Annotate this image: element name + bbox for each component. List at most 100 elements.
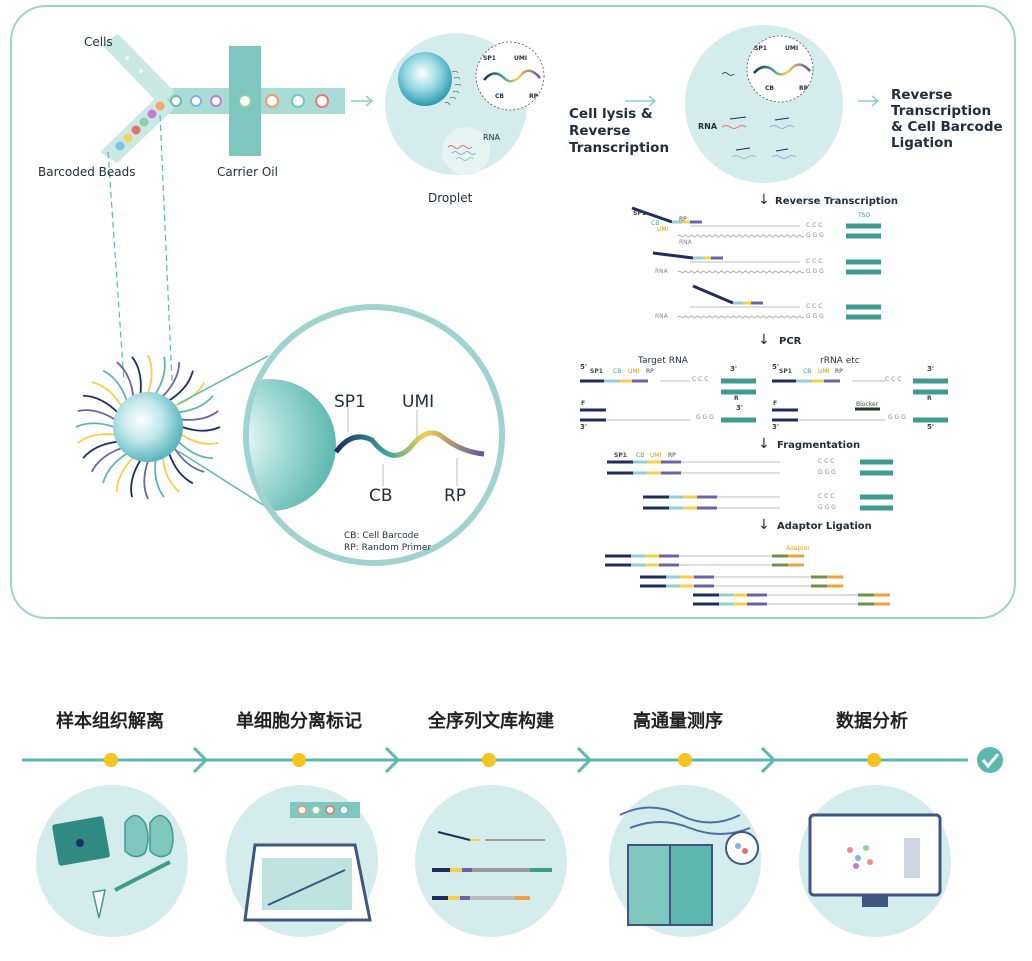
droplet2-sp1: SP1 [754, 45, 767, 52]
pcr-umi-right: UMI [818, 368, 830, 375]
tso-block [846, 223, 881, 229]
ccc-label-2: C C C [806, 303, 823, 310]
pcr-rrna-label: rRNA etc [820, 356, 860, 366]
frag-ccc-2: C C C [818, 493, 835, 500]
tso-block [721, 389, 756, 395]
pcr-3prime-left: 3' [730, 365, 738, 373]
step-lysis-line1: Cell lysis & [569, 106, 653, 122]
pcr-5prime-right-2: 5' [927, 423, 935, 431]
zoom-sp1-label: SP1 [334, 392, 366, 412]
ggg-label-1: G G G [806, 268, 824, 275]
bead-oligo-strand [102, 452, 128, 484]
step-lysis-line2: Reverse [569, 123, 631, 139]
bead-zoom-circle [243, 304, 505, 566]
droplet-cb: CB [495, 93, 504, 100]
ccc-label-0: C C C [806, 222, 823, 229]
bead-oligo-strand [181, 426, 221, 432]
bead-oligo-strand [82, 440, 118, 459]
workflow-step-5: 数据分析 [836, 711, 908, 732]
tso-block [846, 269, 881, 275]
primer-strand [652, 251, 694, 260]
rna-wave [677, 270, 805, 274]
workflow-step-1: 样本组织解离 [56, 711, 164, 732]
tso-block [860, 494, 893, 500]
tso-block [860, 470, 893, 476]
bead-oligo-strand [162, 362, 181, 397]
legend-cb: CB: Cell Barcode [344, 531, 419, 541]
pcr-rp-left: RP [646, 368, 654, 375]
frag-ggg: G G G [818, 469, 836, 476]
bead-oligo-strand [168, 453, 194, 485]
pcr-ggg-left: G G G [696, 414, 714, 421]
tso-block [846, 233, 881, 239]
frag-sp1: SP1 [614, 452, 627, 459]
primer-strand [692, 284, 734, 305]
bead-oligo-strand [178, 441, 213, 460]
droplet2-umi: UMI [785, 45, 799, 52]
zoom-dashed-lines [107, 114, 173, 383]
tso-block [721, 417, 756, 423]
tso-block [860, 505, 893, 511]
pcr-sp1-left: SP1 [590, 368, 603, 375]
legend-rp: RP: Random Primer [344, 543, 432, 553]
tso-block [846, 304, 881, 310]
rt-rna-label: RNA [679, 239, 692, 246]
ggg-label-0: G G G [806, 232, 824, 239]
tso-block [860, 459, 893, 465]
frag-arrow: ↓ [758, 436, 770, 452]
barcoded-beads-label: Barcoded Beads [38, 165, 136, 179]
rt-rna-label-2: RNA [655, 268, 668, 275]
pcr-blocker-label: Blocker [856, 401, 879, 408]
zoom-umi-label: UMI [402, 392, 435, 412]
droplet-sp1: SP1 [483, 55, 496, 62]
pcr-rp-right: RP [835, 368, 843, 375]
pcr-3prime-right: 3' [927, 365, 935, 373]
primer-strand [631, 206, 673, 224]
droplet2-rna: RNA [698, 122, 718, 131]
carrier-oil-label: Carrier Oil [217, 165, 278, 179]
pcr-ccc-left: C C C [692, 376, 709, 383]
pcr-r-right: R [927, 395, 932, 402]
frag-umi: UMI [650, 452, 662, 459]
flow-arrows [351, 95, 880, 107]
step-rt-line1: Reverse [891, 87, 953, 103]
barcoded-bead [75, 354, 269, 509]
bead-oligo-strand [130, 459, 142, 498]
data-analysis-illustration [799, 785, 951, 937]
cell-labeling-illustration [226, 785, 378, 937]
tso-block [721, 378, 756, 384]
workflow-step-3: 全序列文库构建 [428, 711, 554, 732]
pcr-3prime-right-2: 3' [772, 423, 780, 431]
bead-oligo-strand [154, 356, 166, 395]
frag-cb: CB [636, 452, 645, 459]
step-rt-line2: Transcription [891, 103, 992, 119]
frag-ggg-2: G G G [818, 504, 836, 511]
rt-rna-label-3: RNA [655, 313, 668, 320]
ccc-label-1: C C C [806, 258, 823, 265]
pcr-sp1-right: SP1 [779, 368, 792, 375]
frag-rp: RP [668, 452, 676, 459]
droplet2-rp: RP [799, 85, 809, 92]
pcr-f-left: F [581, 400, 586, 407]
pcr-ccc-right: C C C [885, 376, 902, 383]
frag-ccc: C C C [818, 458, 835, 465]
pcr-title: PCR [779, 336, 802, 347]
microfluidic-chip [100, 34, 345, 163]
pcr-5prime-left: 5' [580, 363, 588, 371]
bead-oligo-strand [143, 460, 149, 500]
rt-cb-label: CB [651, 220, 660, 227]
bead-oligo-strand [102, 369, 128, 401]
frag-title: Fragmentation [777, 440, 861, 451]
tissue-dissociation-illustration [36, 785, 188, 937]
pcr-cb-left: CB [613, 368, 622, 375]
bead-oligo-strand [115, 457, 134, 492]
pcr-3prime-left-3: 3' [580, 423, 588, 431]
bead-oligo-strand [178, 395, 214, 414]
bead-oligo-strand [90, 447, 122, 473]
bead-oligo-strand [91, 381, 123, 407]
adaptor-arrow: ↓ [758, 517, 770, 533]
workflow-panel [10, 5, 1016, 619]
droplet-after-lysis [685, 25, 843, 183]
droplet-rna-label: RNA [483, 133, 501, 142]
cells-label: Cells [84, 35, 113, 49]
